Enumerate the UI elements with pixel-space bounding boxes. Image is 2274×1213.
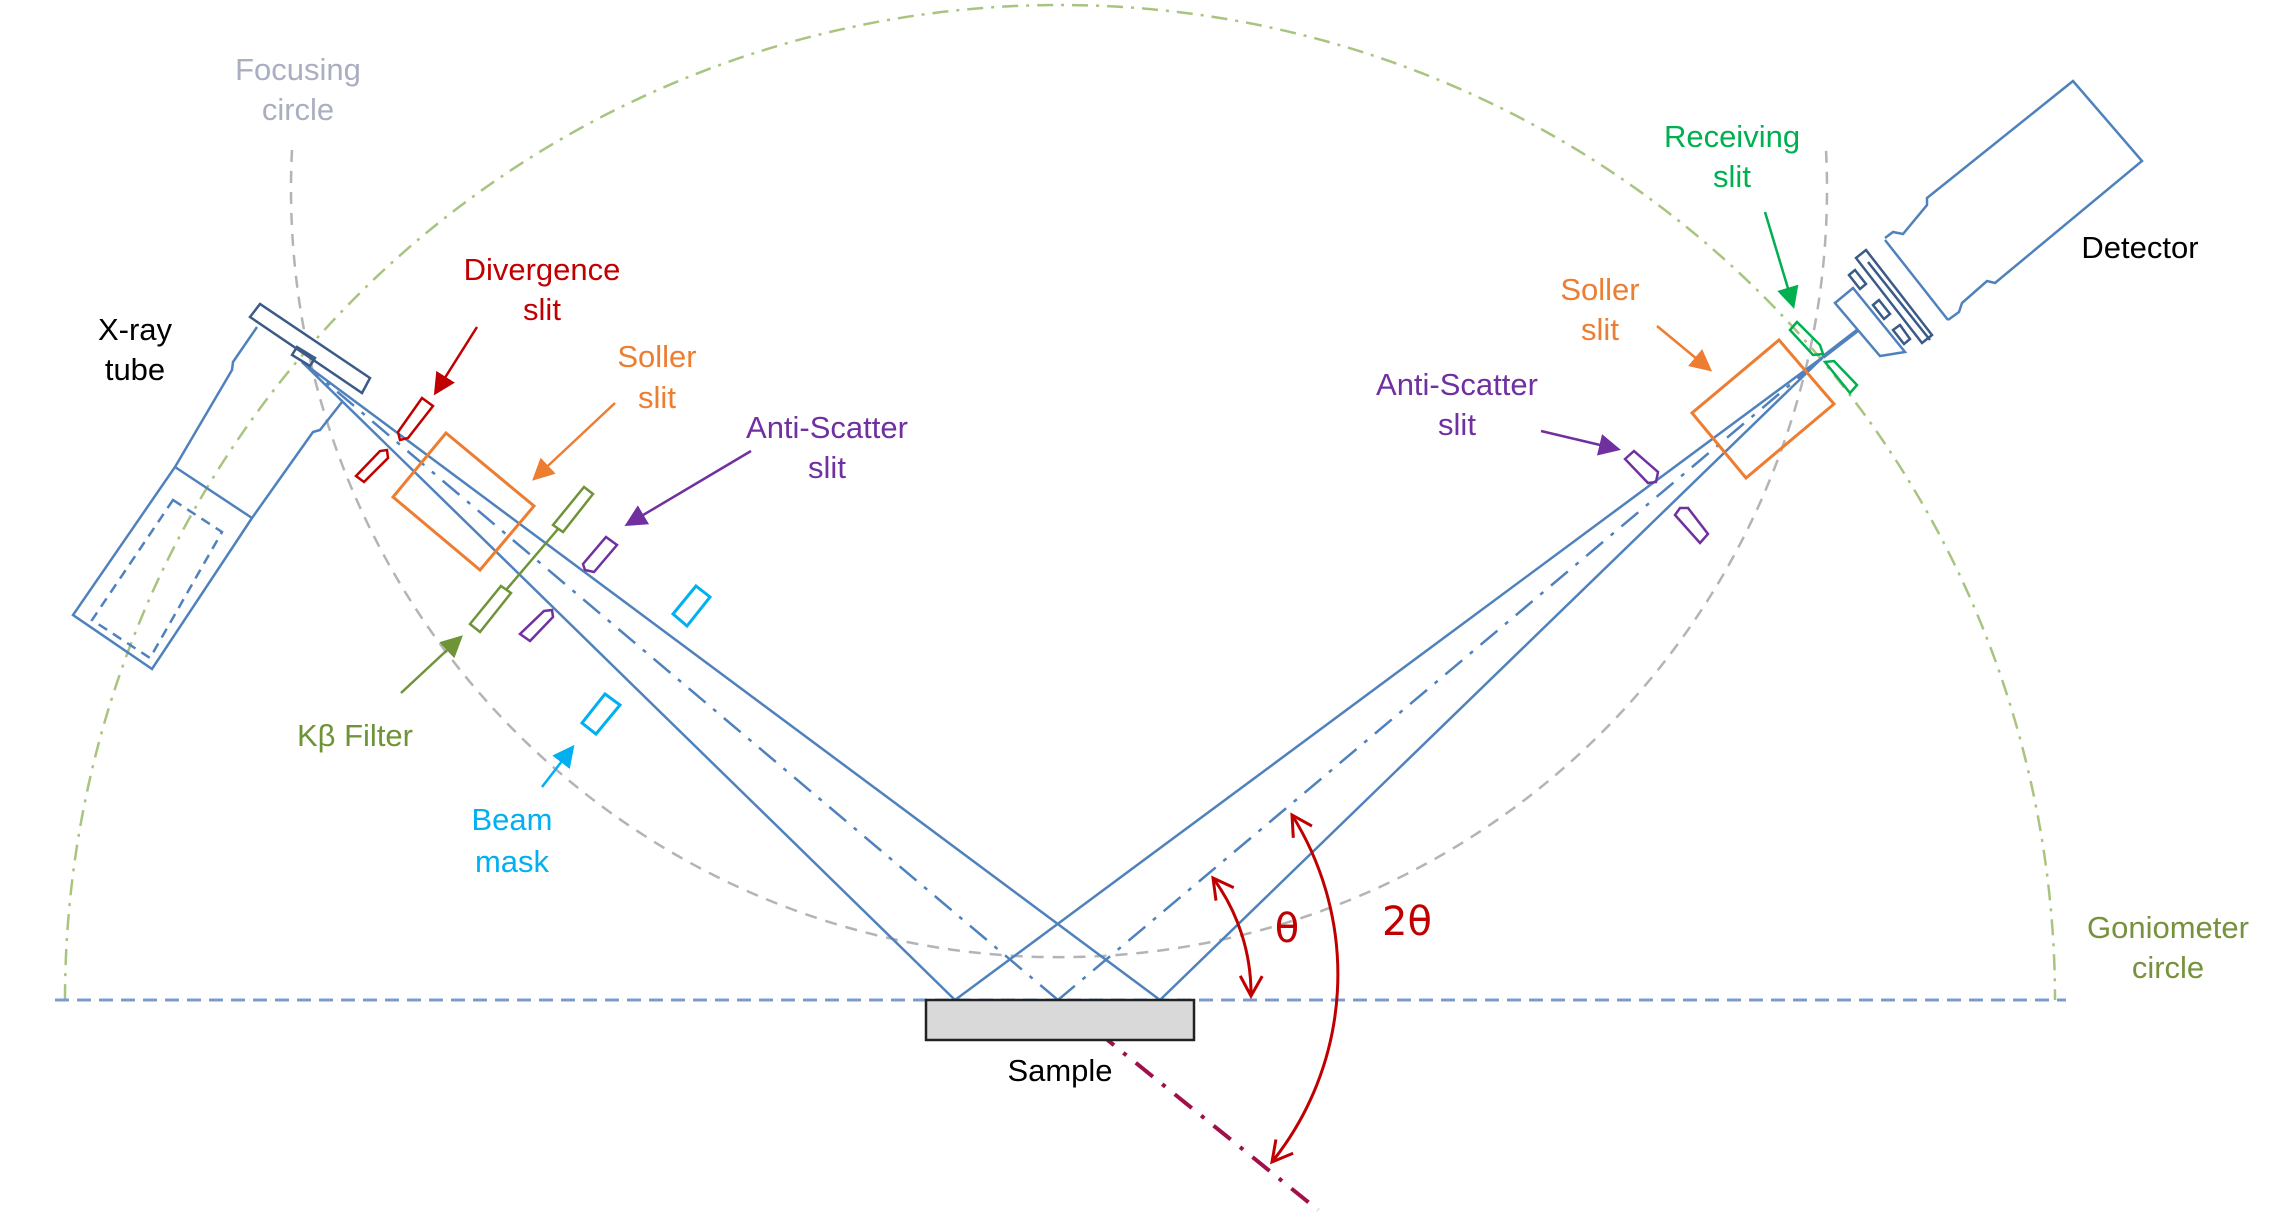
anti-scatter-right-arrow — [1540, 429, 1621, 456]
soller-left-arrow — [532, 402, 616, 481]
focusing-circle-label-1: Focusing — [235, 52, 361, 87]
divergence-slit — [354, 396, 435, 484]
receiving-slit-label-1: Receiving — [1664, 119, 1800, 154]
detector-body-front — [1884, 239, 1949, 321]
beam-mask-label-1: Beam — [472, 802, 553, 837]
incident-beam-edge-right — [301, 360, 1161, 1002]
xray-tube-label-1: X-ray — [98, 312, 173, 347]
receiving-arrow — [1763, 211, 1799, 309]
divergence-arrow — [433, 326, 479, 396]
xray-tube-label-2: tube — [105, 352, 165, 387]
xray-tube-anode-plate — [248, 302, 372, 395]
anti-scatter-left-arrow — [624, 449, 752, 527]
beam-mask-arrow — [541, 744, 575, 788]
divergence-slit-lower — [354, 448, 390, 484]
theta-arc — [1211, 875, 1264, 1000]
diffracted-beam-edge-right — [1159, 356, 1824, 1001]
two-theta-arc — [1270, 812, 1340, 1165]
anti-scatter-right-label-2: slit — [1438, 407, 1476, 442]
kbeta-filter-upper — [551, 485, 595, 534]
kbeta-filter-link — [505, 528, 559, 591]
two-theta-label: 2θ — [1382, 899, 1432, 945]
receiving-slit-upper — [1788, 320, 1825, 357]
beam-mask-upper — [670, 583, 713, 629]
kbeta-filter — [468, 485, 595, 634]
sample — [924, 998, 1196, 1042]
receiving-slit — [1788, 320, 1859, 395]
detector-window — [1833, 286, 1908, 358]
detector-tab-2 — [1871, 298, 1892, 321]
goniometer-circle — [63, 3, 2057, 1001]
incident-beam — [301, 360, 1161, 1002]
incident-beam-center — [301, 361, 1059, 1001]
divergence-slit-label-1: Divergence — [464, 252, 621, 287]
anti-scatter-left-upper — [581, 535, 619, 574]
detector-body — [1884, 79, 2144, 322]
anti-scatter-slit-right — [1623, 449, 1710, 545]
soller-slit-left-label-1: Soller — [617, 339, 696, 374]
xray-tube — [71, 302, 372, 671]
theta-label: θ — [1275, 906, 1299, 952]
kbeta-filter-lower — [468, 584, 513, 634]
xray-tube-body — [71, 326, 343, 671]
detector-tab-1 — [1847, 268, 1868, 291]
focusing-circle — [289, 149, 1829, 959]
kbeta-filter-label: Kβ Filter — [297, 718, 413, 753]
goniometer-circle-label-1: Goniometer — [2087, 910, 2249, 945]
soller-slit-right-label-2: slit — [1581, 312, 1619, 347]
xray-tube-window — [290, 345, 317, 368]
detector-flange-inner — [1867, 261, 1931, 341]
soller-right-arrow — [1656, 325, 1713, 372]
beam-mask-lower — [579, 691, 623, 737]
detector-tab-3 — [1891, 323, 1912, 346]
anti-scatter-right-label-1: Anti-Scatter — [1376, 367, 1538, 402]
xray-tube-cathode-outline — [90, 498, 224, 660]
diffracted-beam-edge-left — [954, 355, 1824, 1002]
goniometer-circle-label-2: circle — [2132, 950, 2204, 985]
soller-slit-left-label-2: slit — [638, 380, 676, 415]
beam-mask — [579, 583, 713, 737]
detector-flange — [1854, 248, 1934, 345]
detector-label: Detector — [2081, 230, 2198, 265]
incident-beam-edge-left — [301, 361, 956, 1001]
focusing-circle-label-2: circle — [262, 92, 334, 127]
sample-label: Sample — [1007, 1053, 1112, 1088]
anti-scatter-left-label-1: Anti-Scatter — [746, 410, 908, 445]
soller-slit-right-label-1: Soller — [1560, 272, 1639, 307]
divergence-slit-label-2: slit — [523, 292, 561, 327]
detector — [1833, 79, 2144, 358]
beam-mask-label-2: mask — [475, 844, 550, 879]
diffracted-beam-center — [1057, 356, 1824, 1001]
detector-beam-stub — [1821, 328, 1860, 359]
anti-scatter-left-label-2: slit — [808, 450, 846, 485]
anti-scatter-right-upper — [1623, 449, 1660, 485]
divergence-slit-upper — [396, 396, 435, 442]
anti-scatter-right-lower — [1673, 506, 1710, 545]
soller-slit-right — [1689, 337, 1837, 481]
anti-scatter-slit-left — [518, 535, 619, 643]
soller-slit-left — [390, 430, 537, 573]
xray-tube-divider — [174, 465, 253, 520]
anti-scatter-left-lower — [518, 608, 555, 643]
receiving-slit-label-2: slit — [1713, 159, 1751, 194]
kbeta-arrow — [400, 635, 463, 694]
receiving-slit-lower — [1822, 359, 1859, 395]
